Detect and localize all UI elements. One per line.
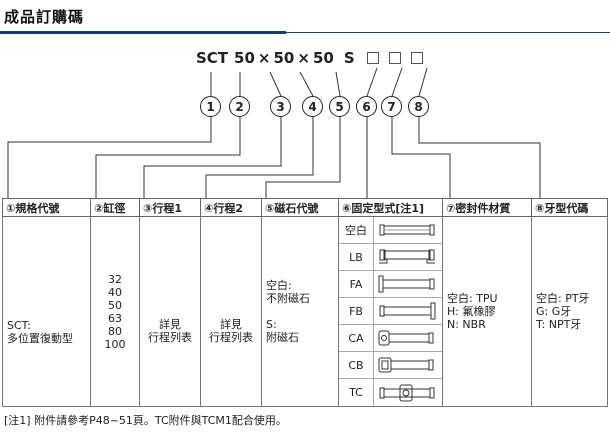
code-stroke1: 50 <box>273 49 295 67</box>
col-magnet: 空白: 不附磁石 S: 附磁石 <box>261 217 338 407</box>
mount-row-lb: LB <box>339 244 442 271</box>
bore-value: 100 <box>104 337 126 351</box>
header-mounting: ⑥固定型式[注1] <box>338 198 442 217</box>
magnet-line: 附磁石 <box>266 331 299 344</box>
stroke1-line: 詳見 <box>159 317 181 331</box>
magnet-line: 不附磁石 <box>266 292 310 305</box>
col-thread: 空白: PT牙 G: G牙 T: NPT牙 <box>531 217 608 407</box>
code-stroke2: 50 <box>312 49 334 67</box>
mount-row-fa: FA <box>339 271 442 298</box>
seal-option: 空白: TPU <box>447 292 498 305</box>
header-bore: ②缸徑 <box>90 198 139 217</box>
col-bore: 32 40 50 63 80 100 <box>90 217 139 407</box>
cylinder-rear-flange-icon <box>379 302 436 320</box>
code-box-thread <box>410 52 423 64</box>
circle-8: 8 <box>408 96 429 117</box>
header-seal: ⑦密封件材質 <box>442 198 531 217</box>
mount-row-blank: 空白 <box>339 217 442 244</box>
bore-value: 40 <box>108 285 122 299</box>
col-stroke2: 詳見 行程列表 <box>200 217 261 407</box>
code-box-mount <box>366 52 379 64</box>
circle-5: 5 <box>329 96 350 117</box>
footnote: [注1] 附件請參考P48~51頁。TC附件與TCM1配合使用。 <box>4 414 287 427</box>
cylinder-double-clevis-icon <box>378 357 434 373</box>
mount-code: LB <box>339 244 374 270</box>
seal-option: H: 氟橡膠 <box>447 305 496 318</box>
bore-value: 63 <box>108 311 122 325</box>
cylinder-clevis-icon <box>378 330 434 346</box>
stroke1-line: 行程列表 <box>148 330 192 344</box>
circle-7: 7 <box>381 96 402 117</box>
bore-value: 80 <box>108 324 122 338</box>
cylinder-foot-icon <box>379 249 435 264</box>
col-spec: SCT: 多位置復動型 <box>2 217 90 407</box>
cylinder-front-flange-icon <box>378 275 435 293</box>
header-stroke1: ③行程1 <box>139 198 200 217</box>
thread-option: G: G牙 <box>536 305 572 318</box>
mount-row-ca: CA <box>339 325 442 352</box>
thread-option: T: NPT牙 <box>536 318 582 331</box>
code-box-seal <box>388 52 401 64</box>
code-times: × <box>257 49 271 67</box>
mount-code: 空白 <box>339 217 374 243</box>
mount-row-tc: TC <box>339 379 442 406</box>
title-rule <box>0 31 286 34</box>
mount-code: FA <box>339 271 374 297</box>
magnet-line: S: <box>266 318 277 331</box>
header-stroke2: ④行程2 <box>200 198 261 217</box>
bore-value: 50 <box>108 298 122 312</box>
col-mounting: 空白 LB FA <box>338 217 442 407</box>
code-bore: 50 <box>234 49 255 67</box>
circle-2: 2 <box>229 96 250 117</box>
mount-code: TC <box>339 379 374 406</box>
code-series: SCT <box>196 49 229 67</box>
col-stroke1: 詳見 行程列表 <box>139 217 200 407</box>
title-rule-thin <box>286 32 610 33</box>
spec-line: 多位置復動型 <box>7 331 73 345</box>
seal-option: N: NBR <box>447 318 486 331</box>
mount-row-cb: CB <box>339 352 442 379</box>
magnet-line: 空白: <box>266 279 292 292</box>
mount-row-fb: FB <box>339 298 442 325</box>
stroke2-line: 行程列表 <box>209 330 253 344</box>
mount-code: FB <box>339 298 374 324</box>
circle-3: 3 <box>270 96 291 117</box>
thread-option: 空白: PT牙 <box>536 292 590 305</box>
mount-code: CB <box>339 352 374 378</box>
mount-code: CA <box>339 325 374 351</box>
stroke2-line: 詳見 <box>220 317 242 331</box>
code-times: × <box>297 49 310 67</box>
code-magnet: S <box>343 49 355 67</box>
circle-6: 6 <box>356 96 377 117</box>
page-title: 成品訂購碼 <box>4 8 85 26</box>
bore-value: 32 <box>108 272 122 286</box>
circle-1: 1 <box>200 96 221 117</box>
header-thread: ⑧牙型代碼 <box>531 198 608 217</box>
cylinder-plain-icon <box>379 224 435 236</box>
spec-line: SCT: <box>7 318 31 332</box>
col-seal: 空白: TPU H: 氟橡膠 N: NBR <box>442 217 531 407</box>
header-spec: ①規格代號 <box>2 198 90 217</box>
cylinder-trunnion-icon <box>379 384 435 401</box>
order-code: SCT 50 × 50 × 50 S <box>196 46 423 70</box>
circle-4: 4 <box>302 96 323 117</box>
header-magnet: ⑤磁石代號 <box>261 198 338 217</box>
